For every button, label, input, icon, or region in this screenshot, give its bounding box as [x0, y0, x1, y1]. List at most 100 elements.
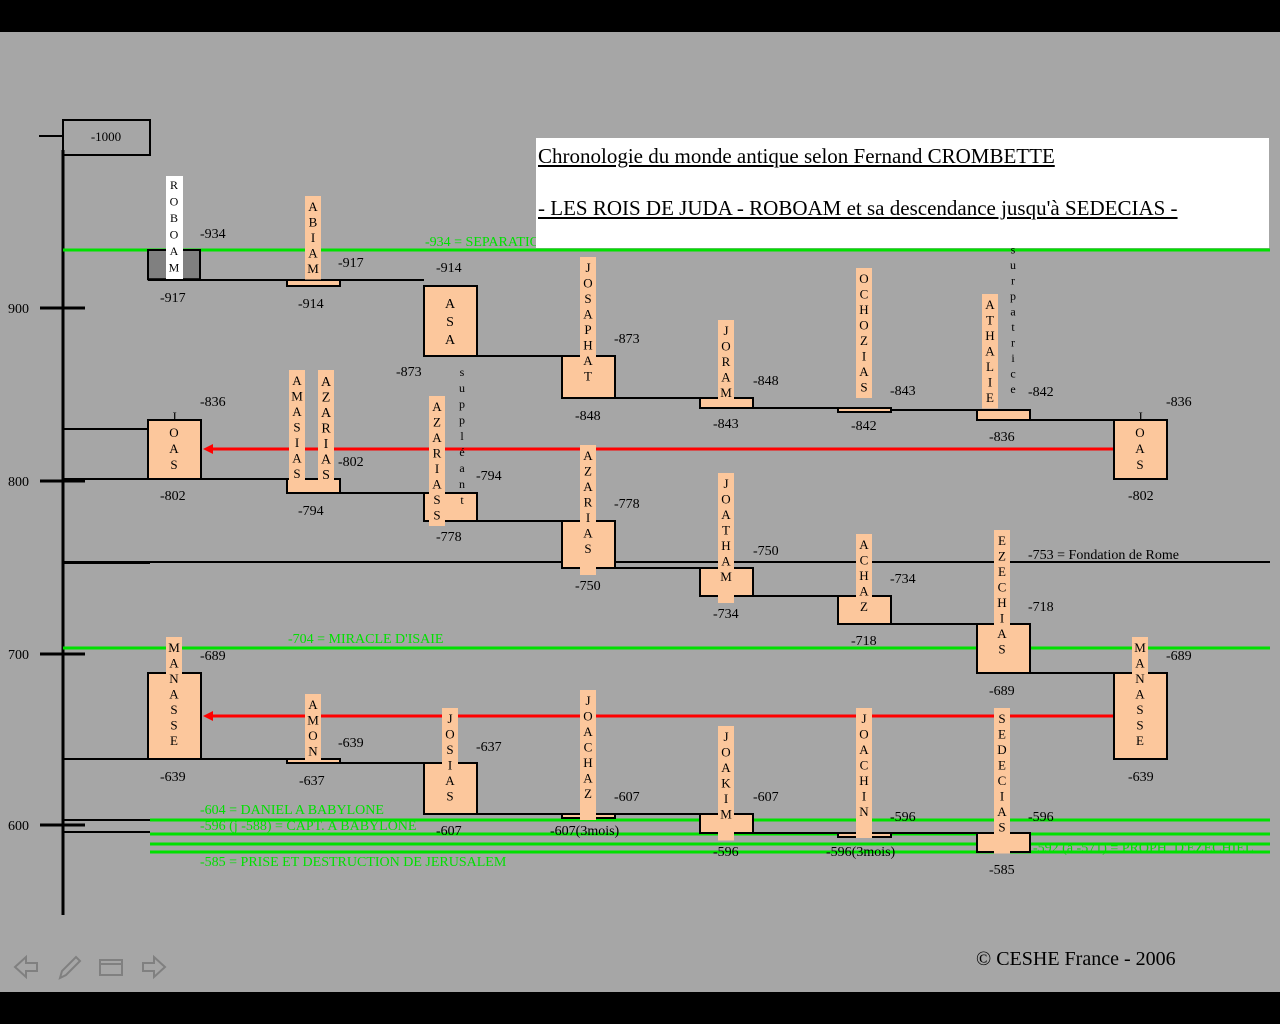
king-name-amasias-letter: A [292, 373, 302, 388]
king-note-suppleant-letter: u [459, 381, 465, 395]
king-end-label: -802 [1128, 489, 1154, 504]
axis-tick-label: 800 [8, 475, 29, 490]
king-name-azarias-letter: A [583, 479, 593, 494]
king-name-ochozias-letter: O [859, 271, 868, 286]
king-name-sedecias-letter: S [998, 711, 1005, 726]
king-start-label: -794 [476, 469, 502, 484]
king-start-label: -689 [1166, 649, 1192, 664]
king-name-joachaz-letter: J [585, 693, 590, 708]
king-name-joachaz-letter: A [583, 724, 593, 739]
king-name-amon-letter: A [308, 697, 318, 712]
king-name-josias-letter: O [445, 727, 454, 742]
king-name-manasse-letter: S [1136, 718, 1143, 733]
pen-button[interactable] [54, 952, 84, 982]
king-start-label: -934 [200, 227, 226, 242]
king-end-label: -734 [713, 607, 739, 622]
king-name-manasse-letter: E [1136, 733, 1144, 748]
king-name-joatham-letter: A [721, 507, 731, 522]
king-name-athalie-letter: I [988, 375, 992, 390]
king-name-joas-letter: O [169, 425, 178, 440]
king-name-achaz-letter: A [859, 584, 869, 599]
axis-tick-label: 700 [8, 648, 29, 663]
king-name-azarias-letter: S [433, 508, 440, 523]
king-note-suppleant-letter: n [459, 477, 465, 491]
king-name-azarias-letter: A [321, 406, 332, 421]
king-name-manasse-letter: N [169, 671, 179, 686]
slide-menu-button[interactable] [96, 952, 126, 982]
forward-button[interactable] [138, 952, 168, 982]
king-name-athalie-letter: A [985, 297, 995, 312]
king-name-ochozias-letter: S [860, 380, 867, 395]
king-name-roboam-letter: B [170, 211, 178, 225]
king-name-roboam-letter: M [169, 261, 180, 275]
king-name-bg [718, 320, 734, 404]
king-start-label: -848 [753, 374, 779, 389]
king-name-azarias-letter: A [321, 375, 332, 390]
king-name-joachaz-letter: A [583, 771, 593, 786]
king-note-suppleant-letter: l [460, 429, 464, 443]
king-name-manasse-letter: M [168, 640, 180, 655]
regency-arrow-joas-head [203, 444, 213, 454]
back-button[interactable] [12, 952, 42, 982]
king-name-bg [166, 176, 183, 280]
king-start-label: -734 [890, 572, 916, 587]
king-name-josaphat-letter: J [585, 260, 590, 275]
king-name-amasias-letter: S [293, 420, 300, 435]
king-note-usurpatrice-letter: e [1010, 382, 1015, 396]
scale-top-label: -1000 [91, 129, 121, 144]
king-start-label: -639 [338, 736, 364, 751]
king-name-josaphat-letter: A [583, 307, 593, 322]
king-end-label: -848 [575, 409, 601, 424]
king-start-label: -802 [338, 455, 364, 470]
king-name-ezechias-letter: C [998, 580, 1007, 595]
king-name-joachaz-letter: Z [584, 786, 592, 801]
king-name-manasse-letter: S [170, 702, 177, 717]
king-name-joas-letter: S [170, 457, 177, 472]
king-end-label: -639 [1128, 770, 1154, 785]
king-end-label: -596(3mois) [826, 845, 896, 860]
king-name-joram-letter: A [721, 370, 731, 385]
king-name-ochozias-letter: A [859, 364, 869, 379]
king-name-azarias-letter: A [432, 399, 442, 414]
king-name-joakim-letter: A [721, 760, 731, 775]
king-name-azarias-letter: A [432, 430, 442, 445]
king-name-ezechias-letter: Z [998, 549, 1006, 564]
king-name-asa: ASA [445, 297, 456, 348]
king-name-joachin-letter: O [859, 727, 868, 742]
king-name-joachin-letter: H [859, 773, 868, 788]
king-note-usurpatrice-letter: a [1010, 305, 1016, 319]
king-end-label: -639 [160, 770, 186, 785]
king-name-amasias-letter: A [292, 404, 302, 419]
title-line-1: Chronologie du monde antique selon Ferna… [538, 144, 1055, 168]
king-name-joatham-letter: A [721, 554, 731, 569]
king-name-bg [982, 294, 998, 409]
king-name-sedecias-letter: E [998, 758, 1006, 773]
king-name-ochozias-letter: H [859, 302, 868, 317]
king-name-roboam-letter: A [170, 244, 179, 258]
king-name-bg [718, 726, 734, 841]
king-note-usurpatrice-letter: i [1011, 351, 1015, 365]
king-name-roboam-letter: R [170, 178, 178, 192]
king-name-sedecias: SEDECIAS [997, 711, 1007, 835]
king-name-joatham-letter: J [723, 476, 728, 491]
arrow-right-icon [142, 954, 167, 980]
king-name-abiam-letter: M [307, 261, 319, 276]
king-name-sedecias-letter: I [1000, 789, 1004, 804]
pen-icon [58, 955, 82, 980]
king-end-label: -750 [575, 579, 601, 594]
king-name-joatham-letter: H [721, 538, 730, 553]
king-end-label: -802 [160, 489, 186, 504]
king-start-label: -914 [436, 261, 462, 276]
king-end-label: -596 [713, 845, 739, 860]
